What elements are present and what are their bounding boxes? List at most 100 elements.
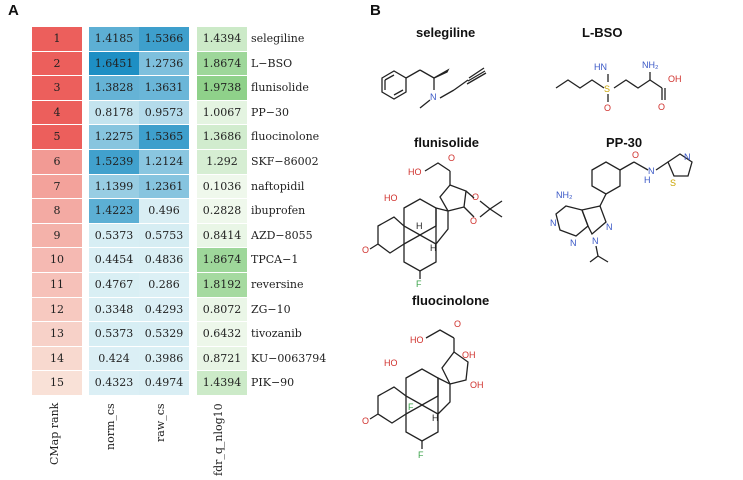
atom-ho2: HO [384, 358, 398, 368]
drug-label: L−BSO [251, 56, 293, 70]
molecule-title-fluocinolone: fluocinolone [412, 293, 490, 308]
molecule-title-lbso: L-BSO [582, 25, 623, 40]
norm-cs-cell: 0.4323 [89, 371, 139, 396]
panel-label-a: A [8, 2, 19, 19]
atom-n3: N [592, 236, 599, 246]
fdr-cell: 0.6432 [197, 322, 247, 347]
fdr-cell: 1.4394 [197, 371, 247, 396]
atom-ho: HO [408, 167, 422, 177]
norm-cs-cell: 0.424 [89, 346, 139, 372]
atom-nh2: NH₂ [556, 190, 573, 200]
drug-label: reversine [251, 278, 304, 291]
norm-cs-cell: 1.1399 [89, 174, 139, 200]
raw-cs-cell: 1.2124 [139, 150, 189, 175]
atom-hn: HN [594, 62, 607, 72]
molecule-title-pp30: PP-30 [606, 135, 643, 150]
rank-cell: 14 [32, 346, 82, 372]
fdr-cell: 1.8674 [197, 51, 247, 77]
atom-oh2: OH [470, 380, 484, 390]
raw-cs-cell: 1.5366 [139, 27, 189, 52]
raw-cs-cell: 1.5365 [139, 125, 189, 150]
norm-cs-cell: 0.5373 [89, 223, 139, 249]
atom-hn: N [648, 166, 655, 176]
column-header-norm-cs: norm_cs [104, 403, 117, 450]
fdr-cell: 1.8192 [197, 273, 247, 298]
norm-cs-cell: 1.4223 [89, 199, 139, 224]
raw-cs-cell: 0.3986 [139, 346, 189, 372]
atom-f: F [416, 279, 422, 289]
rank-cell: 5 [32, 125, 82, 150]
fdr-cell: 0.1036 [197, 174, 247, 200]
drug-label: tivozanib [251, 327, 302, 341]
raw-cs-cell: 0.286 [139, 273, 189, 298]
norm-cs-cell: 1.5239 [89, 150, 139, 175]
drug-label: flunisolide [251, 81, 309, 95]
column-header-cmap-rank: CMap rank [48, 402, 61, 465]
rank-cell: 13 [32, 322, 82, 347]
fdr-cell: 1.4394 [197, 27, 247, 52]
atom-h1: H [416, 221, 423, 231]
structure-pp30: O N H S N NH₂ N N N N [550, 150, 693, 263]
raw-cs-cell: 0.4836 [139, 248, 189, 273]
atom-f2: F [418, 450, 424, 460]
rank-cell: 12 [32, 297, 82, 323]
drug-label: PIK−90 [251, 376, 295, 390]
atom-h2: H [430, 243, 437, 253]
norm-cs-cell: 0.4767 [89, 273, 139, 298]
atom-oh1: OH [462, 350, 476, 360]
atom-s: S [604, 84, 610, 94]
drug-label: AZD−8055 [251, 228, 313, 242]
rank-cell: 1 [32, 27, 82, 52]
drug-label: selegiline [251, 32, 305, 45]
column-header-fdr: fdr_q_nlog10 [212, 403, 225, 476]
rank-cell: 11 [32, 273, 82, 298]
atom-o2: O [472, 192, 479, 202]
raw-cs-cell: 0.4293 [139, 297, 189, 323]
rank-cell: 15 [32, 371, 82, 396]
panel-label-b: B [370, 2, 381, 19]
norm-cs-cell: 1.4185 [89, 27, 139, 52]
fdr-cell: 1.8674 [197, 248, 247, 273]
raw-cs-cell: 0.9573 [139, 100, 189, 126]
atom-h: H [644, 175, 651, 185]
rank-cell: 9 [32, 223, 82, 249]
drug-label: naftopidil [251, 179, 305, 193]
rank-cell: 10 [32, 248, 82, 273]
drug-label: ibuprofen [251, 204, 306, 218]
atom-n5: N [684, 152, 691, 162]
fdr-cell: 1.3686 [197, 125, 247, 150]
rank-cell: 7 [32, 174, 82, 200]
atom-f1: F [408, 402, 414, 412]
drug-label: ZG−10 [251, 302, 291, 316]
fdr-cell: 0.2828 [197, 199, 247, 224]
atom-n4: N [606, 222, 613, 232]
drug-label: fluocinolone [251, 130, 320, 144]
atom-s: S [670, 178, 676, 188]
atom-o1: O [448, 153, 455, 163]
atom-o: O [604, 103, 611, 113]
structure-fluocinolone: HO O OH OH HO F H O F [362, 319, 484, 460]
column-header-raw-cs: raw_cs [154, 403, 167, 442]
fdr-cell: 0.8721 [197, 346, 247, 372]
rank-cell: 3 [32, 76, 82, 101]
fdr-cell: 1.9738 [197, 76, 247, 101]
atom-o3: O [470, 216, 477, 226]
drug-label: PP−30 [251, 105, 290, 119]
drug-label: TPCA−1 [251, 253, 299, 267]
fdr-cell: 1.0067 [197, 100, 247, 126]
rank-cell: 8 [32, 199, 82, 224]
atom-n1: N [550, 218, 557, 228]
raw-cs-cell: 0.5753 [139, 223, 189, 249]
atom-ho2: HO [384, 193, 398, 203]
norm-cs-cell: 1.3828 [89, 76, 139, 101]
norm-cs-cell: 0.8178 [89, 100, 139, 126]
atom-nh2: NH₂ [642, 60, 659, 70]
atom-ho: HO [410, 335, 424, 345]
atom-o1: O [454, 319, 461, 329]
fdr-cell: 1.292 [197, 150, 247, 175]
drug-label: KU−0063794 [251, 351, 327, 365]
atom-h: H [432, 413, 439, 423]
raw-cs-cell: 1.3631 [139, 76, 189, 101]
atom-n: N [430, 92, 437, 102]
norm-cs-cell: 1.2275 [89, 125, 139, 150]
